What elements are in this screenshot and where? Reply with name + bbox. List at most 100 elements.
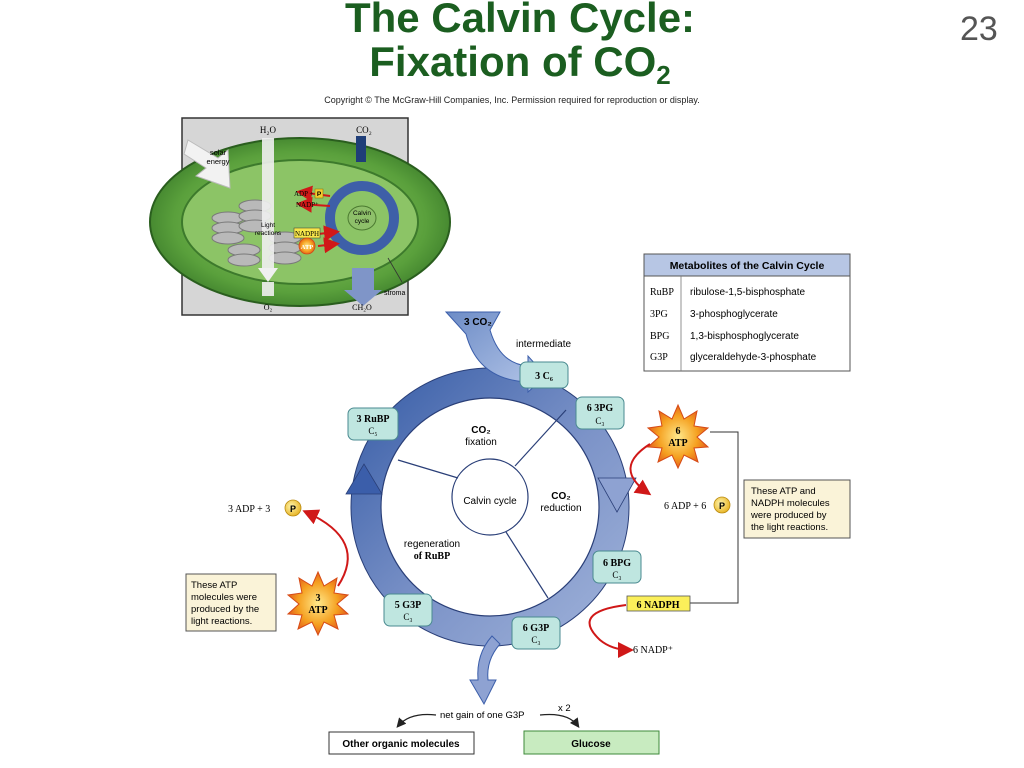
atp6-label: ATP [668, 438, 687, 449]
note-left [185, 573, 277, 632]
regeneration-energy: 3 ATP 3 ADP + 3 P These ATP molecules we… [185, 499, 350, 637]
box-3-c6: 3 C₆ [519, 361, 569, 389]
input-co2-label: 3 CO₂ [464, 317, 492, 328]
net-gain-label: net gain of one G3P [440, 710, 525, 721]
nadph-label: 6 NADPH [636, 600, 679, 611]
atp-burst-icon [286, 570, 350, 637]
nadph-arrow-icon [588, 604, 634, 658]
note-left-line: produced by the [191, 604, 259, 615]
regeneration-label: regeneration [404, 539, 460, 550]
regeneration-arrowhead-icon [345, 463, 383, 495]
box-3-rubp-label: 3 RuBP [356, 414, 389, 425]
adp6-label: 6 ADP + 6 [664, 501, 706, 512]
phosphate-icon [713, 496, 731, 514]
slide-title: The Calvin Cycle: Fixation of CO2 [300, 0, 740, 89]
box-6-bpg-carbon: C₃ [612, 570, 621, 580]
o2-arrow-icon [258, 268, 278, 282]
chloroplast-inset: H₂O CO₂ solar energy ADP + P NADP⁺ Light… [149, 117, 451, 316]
phosphate-icon [284, 499, 302, 517]
nadph-box [626, 595, 691, 612]
atp3-count: 3 [316, 593, 321, 604]
note-right-line: These ATP and [751, 486, 816, 497]
adp3-label: 3 ADP + 3 [228, 504, 270, 515]
solar-arrow-icon [183, 139, 231, 189]
inset-h2o-label: H₂O [260, 125, 277, 135]
box-3-rubp-carbon: C₅ [368, 426, 377, 436]
water-arrow-icon [262, 138, 274, 268]
inset-calvin-label: Calvin [353, 210, 371, 217]
inset-co2-label: CO₂ [356, 125, 372, 135]
inset-p-label: P [317, 191, 322, 198]
note-right-line: the light reactions. [751, 522, 828, 533]
net-output: net gain of one G3P x 2 Other organic mo… [328, 703, 660, 755]
glucose-label: Glucose [571, 739, 611, 750]
inset-light-label: Light [261, 222, 275, 229]
box-6-g3p: 6 G3P C₃ [511, 616, 561, 650]
fixation-label: fixation [465, 437, 497, 448]
table-name: 3-phosphoglycerate [690, 309, 778, 320]
fixation-co2-label: CO₂ [471, 425, 490, 436]
table-name: ribulose-1,5-bisphosphate [690, 287, 806, 298]
atp6-arrow-icon [629, 443, 652, 496]
box-3-c6-label: 3 C₆ [535, 371, 553, 382]
inset-ch2o-label: CH₂O [352, 303, 372, 312]
inset-stroma-label: stroma [384, 290, 406, 297]
other-molecules-box [328, 731, 475, 755]
calvin-cycle: 3 CO₂ intermediate Calvin cycle CO₂ fixa… [345, 311, 642, 706]
table-abbr: G3P [650, 352, 668, 363]
inset-cycle-label: cycle [355, 218, 370, 225]
metabolites-table: Metabolites of the Calvin Cycle RuBP rib… [643, 253, 851, 372]
table-abbr: 3PG [650, 309, 668, 320]
title-line-1: The Calvin Cycle: [344, 0, 696, 41]
reduction-energy: 6 ATP 6 ADP + 6 P These ATP and NADPH mo… [588, 403, 851, 658]
note-left-line: molecules were [191, 592, 257, 603]
co2-arrow-icon [356, 136, 366, 162]
box-5-g3p: 5 G3P C₃ [383, 593, 433, 627]
box-3-rubp: 3 RuBP C₅ [347, 407, 399, 441]
title-line-2-text: Fixation of CO [369, 38, 657, 85]
atp-burst-icon [646, 403, 710, 470]
regeneration-of-label: of RuBP [414, 551, 450, 562]
title-line-2: Fixation of CO2 [300, 38, 740, 89]
note-right-line: NADPH molecules [751, 498, 830, 509]
table-name: 1,3-bisphosphoglycerate [690, 331, 799, 342]
atp3-arrow-icon [302, 509, 349, 587]
nadp-label: 6 NADP⁺ [633, 645, 673, 656]
title-subscript: 2 [656, 60, 671, 90]
box-6-3pg-carbon: C₃ [595, 416, 604, 426]
table-abbr: RuBP [650, 287, 674, 298]
inset-reactions-label: reactions [255, 230, 282, 237]
box-6-3pg: 6 3PG C₃ [575, 396, 625, 430]
copyright-notice: Copyright © The McGraw-Hill Companies, I… [324, 95, 700, 105]
phosphate-label: P [290, 504, 296, 514]
x2-label: x 2 [558, 703, 571, 714]
atp3-label: ATP [308, 605, 327, 616]
note-left-line: These ATP [191, 580, 237, 591]
atp6-count: 6 [676, 426, 681, 437]
other-molecules-label: Other organic molecules [342, 739, 460, 750]
table-abbr: BPG [650, 331, 669, 342]
box-6-bpg: 6 BPG C₃ [592, 550, 642, 584]
inset-o2-label: O₂ [264, 303, 273, 312]
box-5-g3p-carbon: C₃ [403, 612, 412, 622]
center-circle [451, 458, 529, 536]
note-right [743, 479, 851, 539]
inset-solar-label: solar [210, 148, 227, 157]
box-6-bpg-label: 6 BPG [603, 558, 631, 569]
inset-nadph-label: NADPH [295, 230, 319, 238]
box-6-g3p-carbon: C₃ [531, 635, 540, 645]
exit-arrow-icon [469, 635, 501, 706]
ch2o-arrow-icon [344, 268, 382, 306]
glucose-box [523, 730, 660, 755]
center-label: Calvin cycle [463, 496, 517, 507]
reduction-arrowhead-icon [597, 477, 637, 513]
reduction-co2-label: CO₂ [551, 491, 570, 502]
inset-atp-label: ATP [301, 244, 314, 251]
note-left-line: light reactions. [191, 616, 252, 627]
page-number: 23 [960, 10, 998, 48]
inset-energy-label: energy [207, 157, 230, 166]
intermediate-label: intermediate [516, 339, 571, 350]
box-6-3pg-label: 6 3PG [587, 403, 614, 414]
inset-nadp-label: NADP⁺ [296, 201, 319, 209]
